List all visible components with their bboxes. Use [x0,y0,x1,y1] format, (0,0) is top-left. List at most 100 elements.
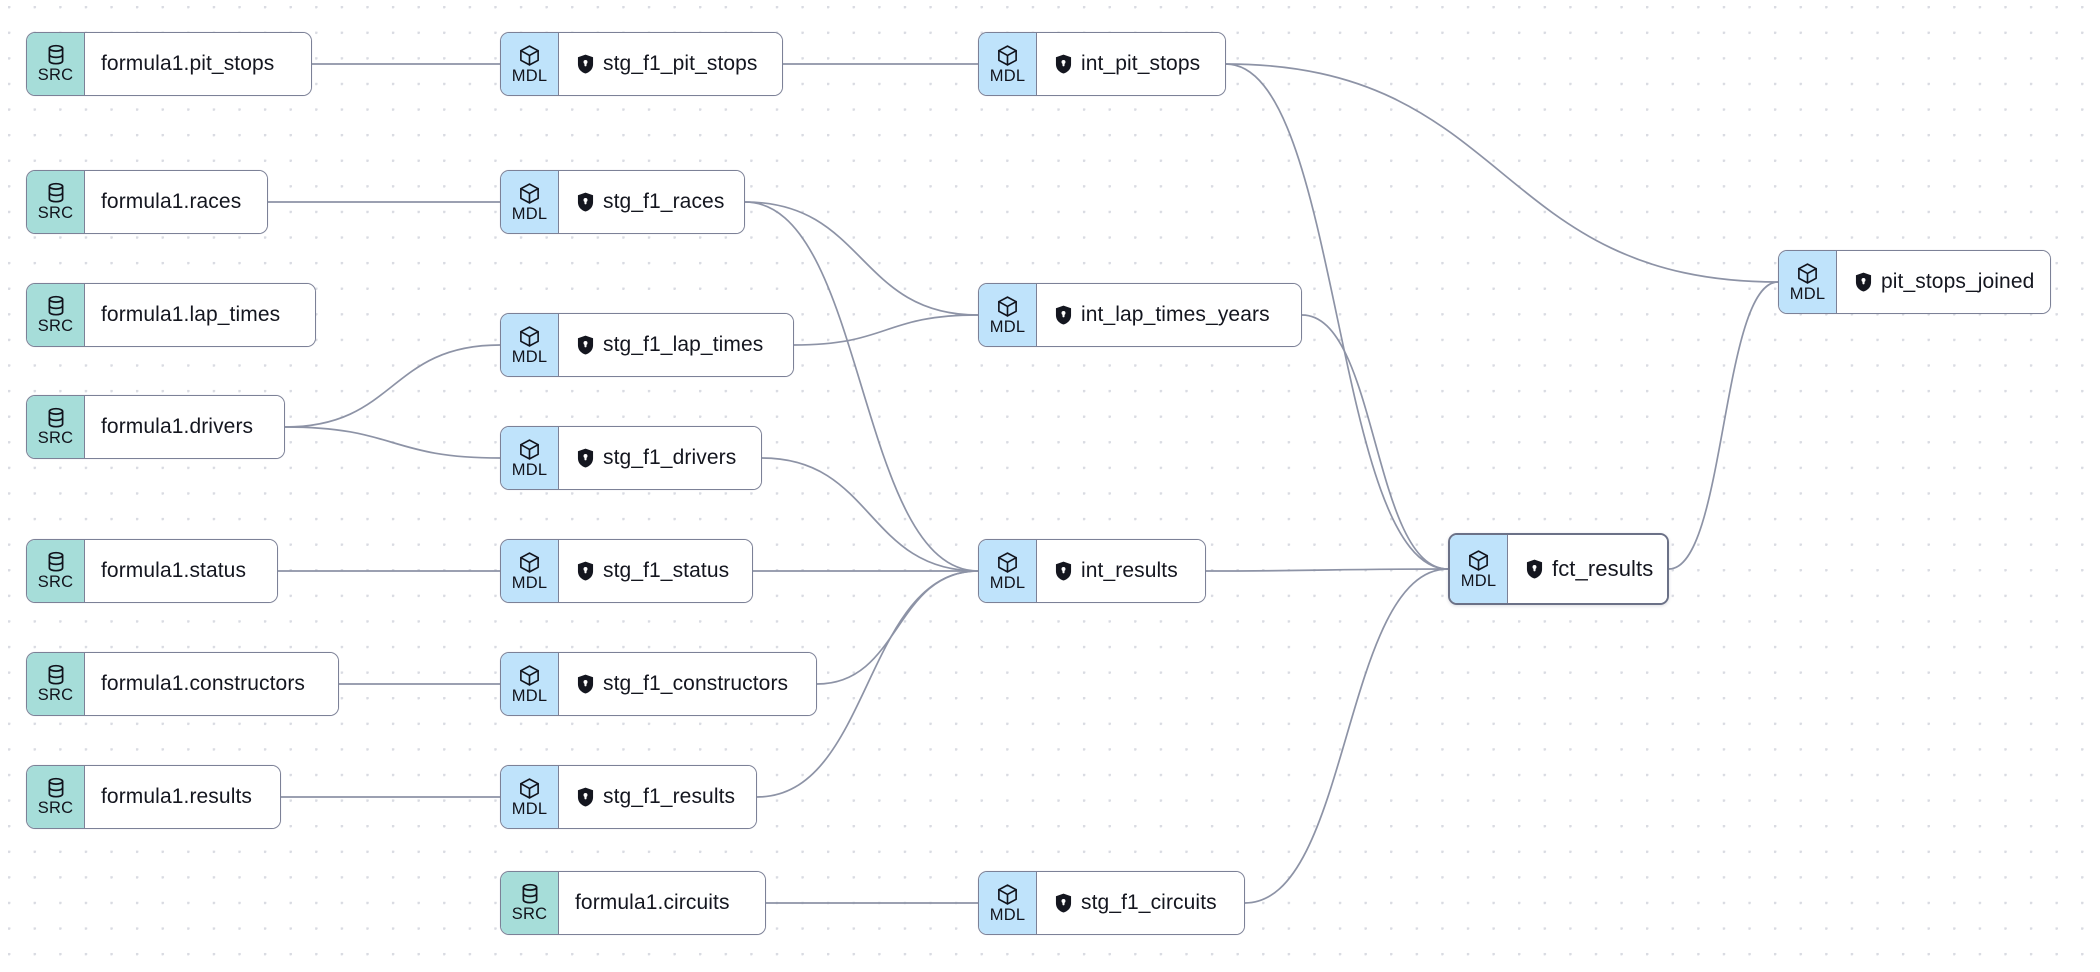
badge-label: MDL [989,905,1026,924]
node-body: formula1.lap_times [85,284,315,346]
node-type-badge-src: SRC [27,396,85,458]
shield-icon [577,335,594,355]
cube-icon [996,295,1019,318]
cube-icon [1467,549,1490,572]
cube-icon [518,182,541,205]
graph-node-stg_lap_times[interactable]: MDL stg_f1_lap_times [500,313,794,377]
shield-icon [577,561,594,581]
cube-icon [996,883,1019,906]
database-icon [46,44,66,66]
graph-node-src_constructors[interactable]: SRC formula1.constructors [26,652,339,716]
shield-icon [1055,893,1072,913]
node-label: formula1.circuits [575,891,730,914]
node-body: stg_f1_results [559,766,756,828]
graph-node-stg_constructors[interactable]: MDL stg_f1_constructors [500,652,817,716]
badge-label: SRC [37,686,74,705]
database-icon [46,777,66,799]
badge-label: MDL [511,204,548,223]
node-type-badge-src: SRC [27,766,85,828]
node-label: int_pit_stops [1081,52,1201,75]
node-label: pit_stops_joined [1881,270,2035,293]
database-icon [46,182,66,204]
cube-icon [996,44,1019,67]
node-type-badge-mdl: MDL [1450,535,1508,603]
edge-fct_results-to-pit_stops_joined [1668,281,1779,570]
database-icon [46,407,66,429]
node-label: stg_f1_drivers [603,446,737,469]
cube-icon [1796,262,1819,285]
node-label: formula1.races [101,190,242,213]
edge-stg_circuits-to-fct_results [1244,568,1449,904]
node-body: int_lap_times_years [1037,284,1301,346]
node-body: formula1.circuits [559,872,765,934]
node-label: stg_f1_constructors [603,672,789,695]
graph-node-int_lap_times[interactable]: MDL int_lap_times_years [978,283,1302,347]
node-label: stg_f1_lap_times [603,333,764,356]
node-body: stg_f1_pit_stops [559,33,782,95]
badge-label: MDL [511,573,548,592]
node-type-badge-mdl: MDL [501,766,559,828]
graph-node-src_pit_stops[interactable]: SRC formula1.pit_stops [26,32,312,96]
node-label: int_results [1081,559,1178,582]
node-label: formula1.pit_stops [101,52,275,75]
node-label: stg_f1_circuits [1081,891,1217,914]
node-body: formula1.status [85,540,277,602]
node-type-badge-mdl: MDL [979,284,1037,346]
node-type-badge-src: SRC [27,171,85,233]
node-type-badge-mdl: MDL [501,314,559,376]
shield-icon [577,192,594,212]
node-body: formula1.pit_stops [85,33,311,95]
graph-node-stg_circuits[interactable]: MDL stg_f1_circuits [978,871,1245,935]
node-type-badge-mdl: MDL [979,872,1037,934]
badge-label: MDL [1789,284,1826,303]
badge-label: MDL [511,799,548,818]
graph-node-src_circuits[interactable]: SRC formula1.circuits [500,871,766,935]
badge-label: MDL [511,686,548,705]
edge-int_lap_times-to-fct_results [1301,314,1449,570]
shield-icon [577,787,594,807]
node-body: stg_f1_circuits [1037,872,1244,934]
node-body: stg_f1_status [559,540,752,602]
node-type-badge-mdl: MDL [501,427,559,489]
badge-label: MDL [511,347,548,366]
shield-icon [1526,559,1543,579]
graph-node-stg_drivers[interactable]: MDL stg_f1_drivers [500,426,762,490]
edge-stg_drivers-to-int_results [761,457,979,572]
node-label: int_lap_times_years [1081,303,1270,326]
graph-node-stg_results[interactable]: MDL stg_f1_results [500,765,757,829]
shield-icon [1055,305,1072,325]
database-icon [520,883,540,905]
node-type-badge-mdl: MDL [501,33,559,95]
badge-label: SRC [37,429,74,448]
badge-label: SRC [511,905,548,924]
node-type-badge-src: SRC [501,872,559,934]
graph-node-int_pit_stops[interactable]: MDL int_pit_stops [978,32,1226,96]
shield-icon [577,448,594,468]
graph-node-src_races[interactable]: SRC formula1.races [26,170,268,234]
edge-int_pit_stops-to-pit_stops_joined [1225,63,1779,283]
shield-icon [577,674,594,694]
node-type-badge-mdl: MDL [979,33,1037,95]
node-type-badge-mdl: MDL [501,171,559,233]
badge-label: SRC [37,66,74,85]
node-label: stg_f1_status [603,559,730,582]
edge-src_drivers-to-stg_drivers [284,426,501,459]
shield-icon [1055,561,1072,581]
node-type-badge-src: SRC [27,33,85,95]
graph-node-pit_stops_joined[interactable]: MDL pit_stops_joined [1778,250,2051,314]
edge-stg_races-to-int_results [744,201,979,572]
edge-stg_constructors-to-int_results [816,570,979,685]
node-body: formula1.constructors [85,653,338,715]
cube-icon [518,551,541,574]
node-type-badge-src: SRC [27,653,85,715]
graph-node-stg_status[interactable]: MDL stg_f1_status [500,539,753,603]
